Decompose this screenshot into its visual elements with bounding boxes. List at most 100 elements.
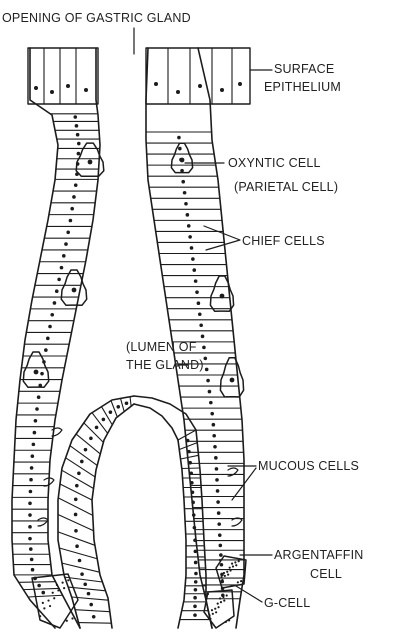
label-the-gland: THE GLAND): [126, 358, 204, 372]
surface-cell-nucleus: [198, 84, 202, 88]
left-wall-cell-wall: [23, 588, 59, 589]
left-wall-nucleus: [29, 547, 33, 551]
g-cell-granule: [226, 594, 228, 596]
g-cell-granule: [217, 603, 219, 605]
inner-left-wall-nucleus: [109, 410, 113, 414]
inner-left-wall-cell-wall: [58, 532, 95, 545]
left-wall-nucleus: [76, 133, 80, 137]
label-g-cell: G-CELL: [264, 596, 310, 610]
surface-cell-nucleus: [238, 82, 242, 86]
right-wall-nucleus: [181, 180, 185, 184]
right-wall-nucleus: [218, 533, 222, 537]
inner-right-wall-nucleus: [193, 605, 197, 609]
oxyntic-cell-nucleus: [220, 294, 225, 299]
inner-left-wall-cell-wall: [102, 407, 113, 425]
right-wall-nucleus: [199, 323, 203, 327]
g-cell-granule: [211, 609, 213, 611]
left-wall-nucleus: [29, 490, 33, 494]
argentaffin-cell-left-granule: [38, 610, 40, 612]
inner-left-wall-nucleus: [75, 484, 79, 488]
left-wall-nucleus: [64, 242, 68, 246]
left-wall-nucleus: [41, 591, 45, 595]
left-wall-nucleus: [40, 372, 44, 376]
left-wall-cell-wall: [28, 595, 62, 597]
surface-cell-nucleus: [176, 90, 180, 94]
argentaffin-cell-granule: [232, 565, 234, 567]
label-oxyntic-cell: OXYNTIC CELL: [228, 156, 321, 170]
right-wall-nucleus: [184, 202, 188, 206]
left-wall-nucleus: [60, 266, 64, 270]
argentaffin-cell-granule: [220, 576, 222, 578]
inner-left-wall-cell-wall: [92, 413, 108, 434]
right-wall-nucleus: [210, 412, 214, 416]
argentaffin-cell-left-granule: [43, 607, 45, 609]
argentaffin-cell-granule: [227, 574, 229, 576]
inner-right-wall-nucleus: [194, 588, 198, 592]
argentaffin-cell-granule: [219, 559, 221, 561]
left-wall-nucleus: [48, 325, 52, 329]
right-wall-nucleus: [214, 456, 218, 460]
argentaffin-cell-left-granule: [63, 587, 65, 589]
argentaffin-cell-granule: [235, 564, 237, 566]
surface-epithelium-right: [146, 48, 250, 104]
g-cell-granule: [222, 596, 224, 598]
left-wall-nucleus: [28, 513, 32, 517]
inner-left-wall-nucleus: [87, 592, 91, 596]
g-cell-granule: [208, 614, 210, 616]
g-cell-granule: [220, 601, 222, 603]
left-wall-nucleus: [34, 419, 38, 423]
inner-left-wall-nucleus: [89, 437, 93, 441]
right-wall-nucleus: [216, 489, 220, 493]
left-wall-nucleus: [33, 431, 37, 435]
right-wall-nucleus: [192, 268, 196, 272]
left-wall-nucleus: [44, 348, 48, 352]
inner-left-wall-cell-wall: [111, 401, 117, 417]
left-wall-nucleus: [30, 466, 34, 470]
argentaffin-cell-granule: [229, 569, 231, 571]
oxyntic-cell-nucleus: [72, 288, 77, 293]
right-wall-nucleus: [215, 467, 219, 471]
inner-left-wall-cell-wall: [58, 515, 94, 531]
right-wall-nucleus: [206, 379, 210, 383]
right-wall-nucleus: [219, 544, 223, 548]
right-wall-nucleus: [209, 401, 213, 405]
surface-cell-nucleus: [220, 88, 224, 92]
right-wall-nucleus: [197, 301, 201, 305]
left-wall-nucleus: [57, 278, 61, 282]
argentaffin-cell-granule: [226, 571, 228, 573]
g-cell-granule: [225, 621, 227, 623]
argentaffin-cell-left-granule: [71, 617, 73, 619]
surface-cell-nucleus: [34, 86, 38, 90]
gland-drawing: [12, 48, 250, 628]
left-wall-nucleus: [37, 395, 41, 399]
g-cell-granule: [212, 613, 214, 615]
right-wall-nucleus: [190, 246, 194, 250]
inner-left-wall-nucleus: [102, 418, 106, 422]
left-wall-nucleus: [29, 478, 33, 482]
oxyntic-cell-nucleus: [88, 160, 93, 165]
inner-left-wall-nucleus: [74, 513, 78, 517]
right-wall-nucleus: [204, 357, 208, 361]
inner-right-wall-nucleus: [193, 526, 197, 530]
label-lumen-of: (LUMEN OF: [126, 340, 197, 354]
surface-epithelium-left: [28, 48, 98, 104]
argentaffin-cell-granule: [237, 581, 239, 583]
gland-wall-outline: [134, 404, 178, 440]
inner-left-wall-nucleus: [95, 426, 99, 430]
label-argentaffin-cell: CELL: [310, 567, 342, 581]
g-cell-granule: [209, 618, 211, 620]
left-wall-nucleus: [31, 454, 35, 458]
chief-leader: [204, 226, 240, 250]
argentaffin-cell-left-granule: [57, 589, 59, 591]
inner-left-wall-cell-wall: [121, 398, 125, 411]
g-cell-granule: [228, 619, 230, 621]
argentaffin-cell-left-granule: [52, 592, 54, 594]
argentaffin-cell-granule: [240, 580, 242, 582]
inner-left-wall-nucleus: [80, 460, 84, 464]
left-wall-nucleus: [74, 183, 78, 187]
label-opening-of-gastric-gland: OPENING OF GASTRIC GLAND: [2, 11, 191, 25]
left-wall-nucleus: [75, 124, 79, 128]
label-argentaffin: ARGENTAFFIN: [274, 548, 363, 562]
argentaffin-cell-left-granule: [66, 620, 68, 622]
